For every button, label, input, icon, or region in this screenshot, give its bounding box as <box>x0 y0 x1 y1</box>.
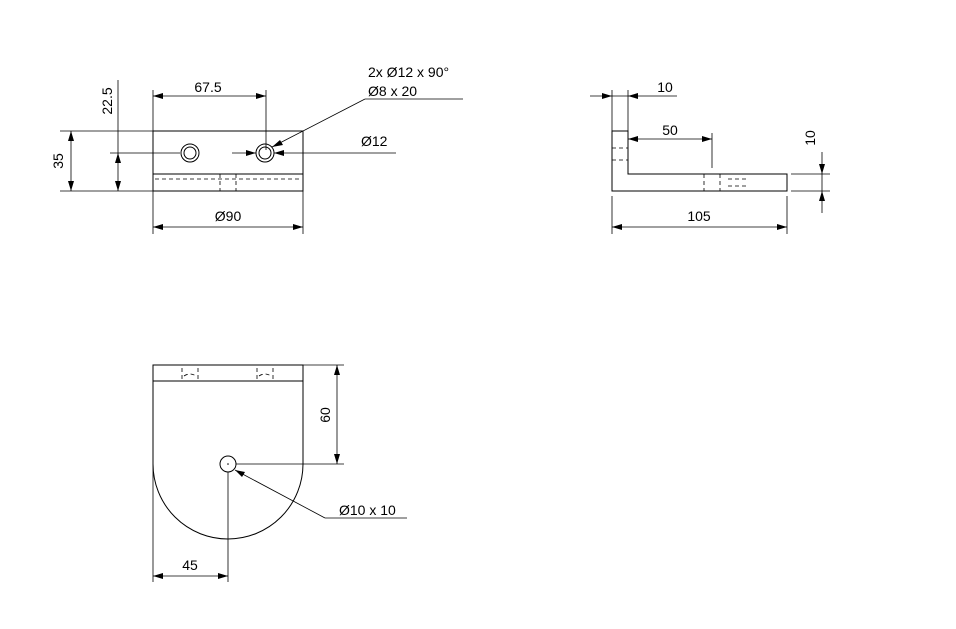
dim-label-105: 105 <box>687 208 711 224</box>
dim-label-10-right: 10 <box>802 130 818 146</box>
top-view-outline <box>152 364 304 540</box>
arrowhead <box>293 224 303 230</box>
arrowhead <box>256 93 266 99</box>
arrowhead <box>153 93 163 99</box>
note-hole-depth: Ø8 x 20 <box>368 83 417 99</box>
dim-label-50: 50 <box>662 122 678 138</box>
top-view: 60 Ø10 x 10 45 <box>152 364 407 582</box>
side-view-outline <box>611 130 788 192</box>
arrowhead <box>115 153 121 163</box>
arrowhead <box>235 470 245 477</box>
arrowhead <box>334 365 340 375</box>
dim-label-35: 35 <box>50 153 66 169</box>
note-center-hole: Ø10 x 10 <box>339 502 396 518</box>
arrowhead <box>334 454 340 464</box>
arrowhead <box>628 136 638 142</box>
front-view-outline <box>152 130 304 192</box>
dim-label-10-top: 10 <box>657 79 673 95</box>
top-view-center-point <box>227 463 229 465</box>
arrowhead <box>612 224 622 230</box>
arrowhead <box>274 150 284 156</box>
arrowhead <box>702 136 712 142</box>
dim-label-67-5: 67.5 <box>194 79 221 95</box>
front-view: 67.5 35 22.5 Ø90 2x Ø12 x 90° Ø8 x 20 Ø1… <box>50 64 463 234</box>
arrowhead <box>272 140 283 147</box>
front-view-hole-right-inner <box>258 146 272 160</box>
dim-label-12: Ø12 <box>361 133 388 149</box>
dim-label-45: 45 <box>182 557 198 573</box>
arrowhead <box>115 181 121 191</box>
top-view-hidden-hole-right <box>256 368 274 381</box>
note-counterbore: 2x Ø12 x 90° <box>368 64 449 80</box>
arrowhead <box>68 131 74 141</box>
dim-label-22-5: 22.5 <box>99 87 115 114</box>
arrowhead <box>819 191 825 201</box>
dim-label-90: Ø90 <box>215 208 242 224</box>
leader-line <box>234 469 326 519</box>
top-view-hidden-hole-left <box>181 368 199 381</box>
leader-line <box>271 98 366 148</box>
arrowhead <box>218 573 228 579</box>
arrowhead <box>628 93 638 99</box>
front-view-hole-left-outer <box>180 143 200 163</box>
arrowhead <box>602 93 612 99</box>
arrowhead <box>153 573 163 579</box>
arrowhead <box>777 224 787 230</box>
front-view-hole-left-inner <box>183 146 197 160</box>
dim-label-60: 60 <box>317 407 333 423</box>
arrowhead <box>153 224 163 230</box>
arrowhead <box>246 150 256 156</box>
arrowhead <box>68 181 74 191</box>
side-view: 10 50 10 105 <box>590 79 830 234</box>
arrowhead <box>819 164 825 174</box>
